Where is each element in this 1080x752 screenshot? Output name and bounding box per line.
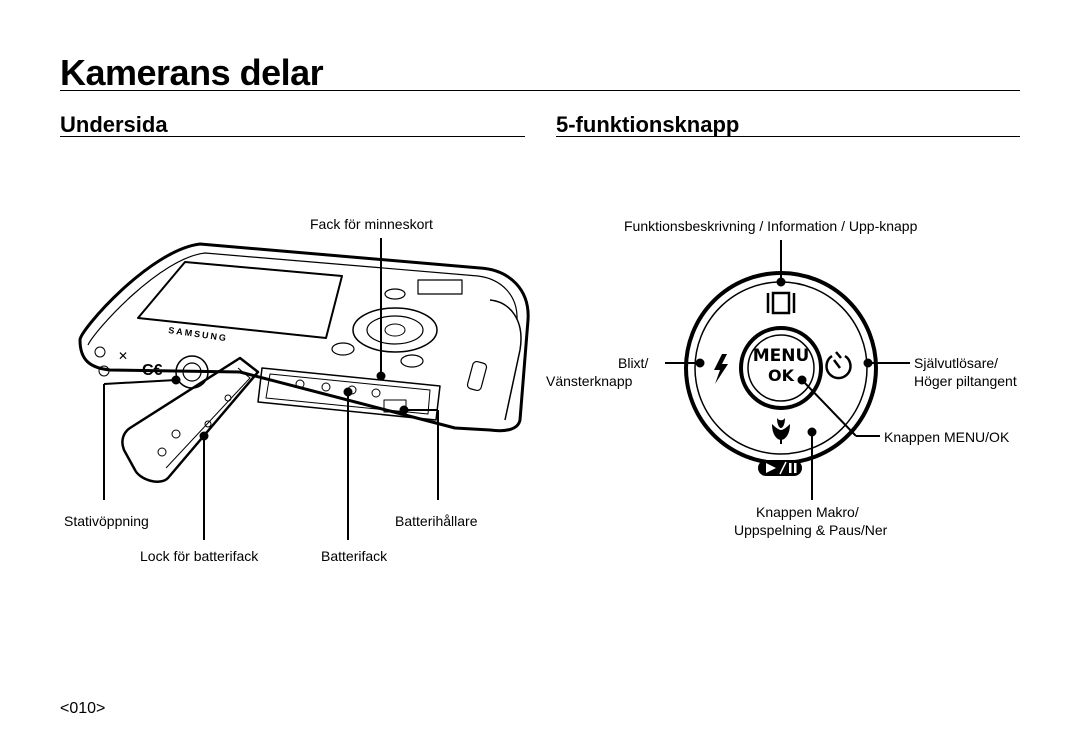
label-flash: Blixt/ (618, 355, 649, 371)
display-icon (766, 291, 796, 315)
flash-icon (714, 354, 728, 384)
section-divider-right (556, 136, 1020, 137)
title-divider (60, 90, 1020, 91)
play-pause-icon (758, 460, 802, 476)
camera-illustration: SAMSUNG ✕ C€ (78, 242, 530, 483)
camera-leader-lines (103, 238, 439, 540)
label-memory-card-slot: Fack för minneskort (310, 216, 433, 232)
label-left-button: Vänsterknapp (546, 373, 633, 389)
section-title-5-funktionsknapp: 5-funktionsknapp (556, 112, 740, 137)
label-right-button: Höger piltangent (914, 373, 1017, 389)
ok-button-text: OK (768, 366, 795, 385)
label-battery-holder: Batterihållare (395, 513, 478, 529)
label-up-button: Funktionsbeskrivning / Information / Upp… (624, 218, 918, 234)
macro-icon (772, 418, 790, 444)
menu-button-text: MENU (753, 346, 810, 366)
svg-text:✕: ✕ (118, 349, 128, 363)
button-leader-lines (665, 240, 910, 500)
label-battery-lock: Lock för batterifack (140, 548, 259, 564)
label-menu-ok: Knappen MENU/OK (884, 429, 1010, 445)
camera-brand-logo: SAMSUNG (168, 325, 229, 343)
label-self-timer: Självutlösare/ (914, 355, 999, 371)
self-timer-icon (825, 351, 852, 380)
section-divider-left (60, 136, 525, 137)
label-play-down-button: Uppspelning & Paus/Ner (734, 522, 888, 538)
page-title: Kamerans delar (60, 52, 324, 93)
label-tripod-socket: Stativöppning (64, 513, 149, 529)
label-macro-button: Knappen Makro/ (756, 504, 859, 520)
page-number: <010> (60, 700, 106, 717)
section-title-undersida: Undersida (60, 112, 168, 137)
svg-text:C€: C€ (142, 362, 163, 379)
five-way-button: MENU OK (684, 271, 878, 465)
label-battery-compartment: Batterifack (321, 548, 388, 564)
